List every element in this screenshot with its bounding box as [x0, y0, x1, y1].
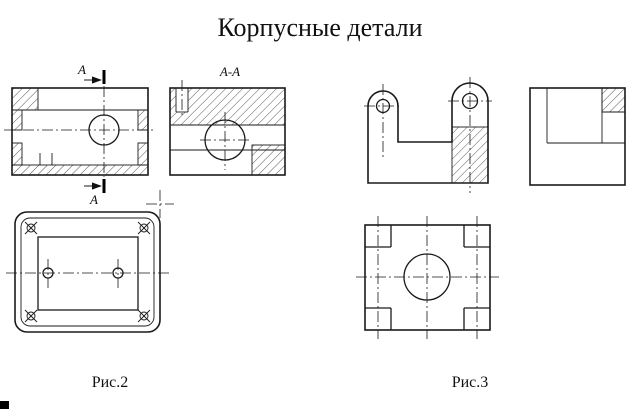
screen-artifact-mark: [0, 401, 9, 409]
corner-hole: [24, 221, 38, 235]
section-view-label: А-А: [219, 64, 240, 79]
page-title: Корпусные детали: [217, 13, 422, 42]
axis-cross-mark: [146, 190, 174, 218]
fig3-plan-view: [356, 216, 499, 339]
section-letter-top: А: [77, 62, 86, 77]
hatch-region: [11, 164, 149, 176]
hatch-region: [11, 87, 39, 111]
corner-hole: [137, 309, 151, 323]
hatch-region: [11, 109, 23, 131]
fig2-front-view: [4, 86, 156, 177]
figure3-group: Рис.3: [356, 77, 626, 391]
fig3-side-view: [529, 87, 626, 186]
hatch-region: [251, 144, 286, 176]
figure2-caption: Рис.2: [92, 374, 129, 391]
figure3-caption: Рис.3: [452, 374, 489, 391]
hatch-region: [601, 87, 626, 113]
fig2-plan-view: [6, 211, 170, 333]
section-letter-bottom: А: [89, 192, 98, 207]
fig2-section-view: А-А: [169, 64, 286, 176]
figure2-group: А А А-А: [4, 62, 286, 391]
corner-hole: [24, 309, 38, 323]
fig3-front-view: [364, 77, 492, 193]
fig2-section-marks: А А: [77, 62, 106, 207]
hatch-region: [11, 142, 23, 166]
hatch-region: [137, 109, 149, 131]
hatch-region: [169, 87, 286, 126]
corner-hole: [137, 221, 151, 235]
hatch-region: [137, 142, 149, 166]
